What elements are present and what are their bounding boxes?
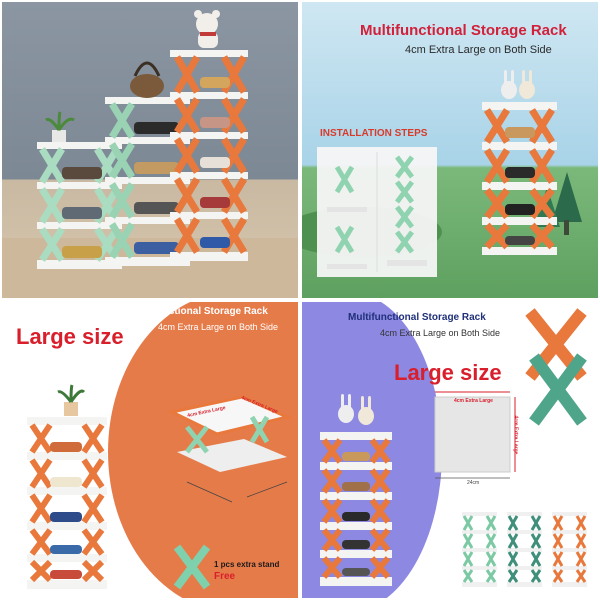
- subtitle: 4cm Extra Large on Both Side: [405, 44, 552, 56]
- large-size-label: Large size: [16, 324, 124, 349]
- extra-stand-text: 1 pcs extra stand: [214, 560, 280, 569]
- teddy-bear-icon: [194, 10, 220, 48]
- rack-orange-main: [320, 432, 392, 586]
- dim-bottom-label: 24cm: [467, 480, 480, 486]
- handbag-icon: [130, 61, 164, 98]
- bunny-toy-icon: [501, 70, 535, 99]
- tall-rack-orange: [170, 50, 248, 261]
- middle-rack-green: [105, 97, 190, 266]
- dimension-shelf: [434, 391, 516, 479]
- subtitle: 4cm Extra Large on Both Side: [380, 328, 501, 338]
- panel-rack-photo: [2, 2, 298, 298]
- large-size-illustration: [27, 384, 292, 590]
- panel-large-size-orange: Multifunctional Storage Rack 4cm Extra L…: [2, 302, 298, 598]
- extra-stand-icon: [173, 544, 211, 590]
- title: Multifunctional Storage Rack: [360, 22, 567, 39]
- large-size-label: Large size: [394, 360, 502, 385]
- color-variants-illustration: [320, 308, 587, 587]
- hero-rack-orange: [482, 102, 557, 255]
- dim-top-label: 4cm Extra Large: [454, 398, 493, 404]
- installation-steps-label: INSTALLATION STEPS: [320, 128, 428, 139]
- rack-orange-white: [27, 417, 107, 589]
- panel-large-size-violet: Multifunctional Storage Rack 4cm Extra L…: [302, 302, 598, 598]
- x-stand-parts: [525, 308, 587, 426]
- plant-pot-icon: [57, 384, 86, 416]
- short-rack-green: [37, 142, 122, 269]
- variant-rack-green: [462, 512, 497, 587]
- variant-rack-orange: [552, 512, 587, 587]
- step-parts-green: [327, 152, 427, 272]
- title: Multifunctional Storage Rack: [130, 306, 268, 317]
- panel-installation: Multifunctional Storage Rack 4cm Extra L…: [302, 2, 598, 298]
- free-label: Free: [214, 571, 236, 582]
- dimension-rack: [167, 395, 292, 503]
- subtitle: 4cm Extra Large on Both Side: [158, 322, 279, 332]
- variant-rack-teal: [507, 512, 542, 587]
- dim-side-label: 4cm Extra Large: [512, 415, 519, 455]
- title: Multifunctional Storage Rack: [348, 312, 486, 323]
- bunny-toy-icon: [338, 394, 374, 425]
- rack-photo-illustration: [2, 10, 298, 298]
- installation-illustration: [302, 70, 582, 277]
- plant-pot-icon: [45, 111, 75, 142]
